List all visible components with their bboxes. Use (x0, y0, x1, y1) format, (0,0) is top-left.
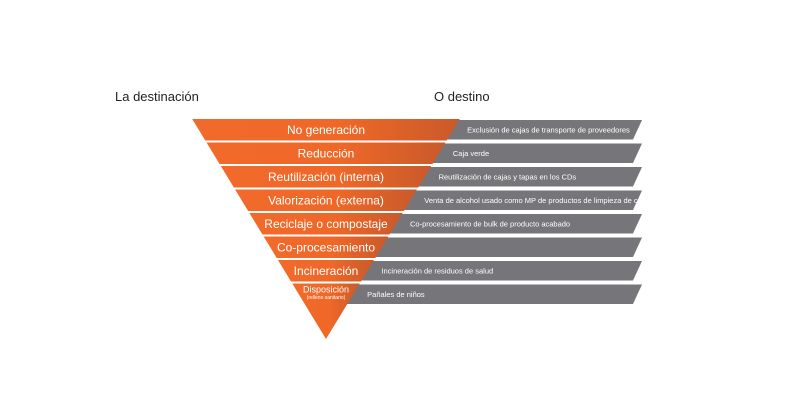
hierarchy-level-band (220, 166, 432, 188)
hierarchy-level-band (277, 260, 375, 282)
example-band (427, 143, 642, 163)
hierarchy-level-band (292, 283, 360, 339)
example-band (341, 284, 642, 304)
example-band (441, 120, 642, 140)
example-band (355, 261, 642, 281)
example-text: Reutilización de cajas y tapas en los CD… (439, 172, 577, 181)
hierarchy-level-label: Reciclaje o compostaje (264, 217, 388, 231)
hierarchy-level-band (206, 142, 446, 164)
heading-destiny: O destino (434, 89, 490, 104)
hierarchy-level-sublabel: (relleno sanitario) (307, 295, 346, 301)
hierarchy-level-band (192, 119, 460, 141)
example-text: Caja verde (453, 149, 489, 158)
hierarchy-level-label: Reutilización (interna) (268, 170, 384, 184)
hierarchy-level-label: No generación (287, 123, 365, 137)
example-text: Co-procesamiento de bulk de producto aca… (410, 219, 570, 228)
hierarchy-level-label: Disposición (303, 285, 349, 295)
example-band (412, 167, 642, 187)
example-band (369, 237, 642, 257)
hierarchy-level-label: Reducción (298, 146, 355, 160)
heading-destination: La destinación (115, 89, 199, 104)
example-band (384, 214, 642, 234)
hierarchy-level-band (249, 213, 403, 235)
example-text: Venta de alcohol usado como MP de produc… (424, 196, 650, 205)
example-text: Exclusión de cajas de transporte de prov… (467, 125, 630, 134)
example-text: Pañales de niños (367, 290, 425, 299)
hierarchy-level-label: Co-procesamiento (277, 240, 375, 254)
example-band (398, 190, 642, 210)
hierarchy-level-band (235, 189, 417, 211)
hierarchy-level-label: Incineración (294, 264, 359, 278)
hierarchy-level-band (263, 236, 389, 258)
examples-column: Exclusión de cajas de transporte de prov… (341, 120, 651, 304)
hierarchy-level-label: Valorización (externa) (268, 193, 384, 207)
example-text: Incineración de residuos de salud (381, 266, 493, 275)
